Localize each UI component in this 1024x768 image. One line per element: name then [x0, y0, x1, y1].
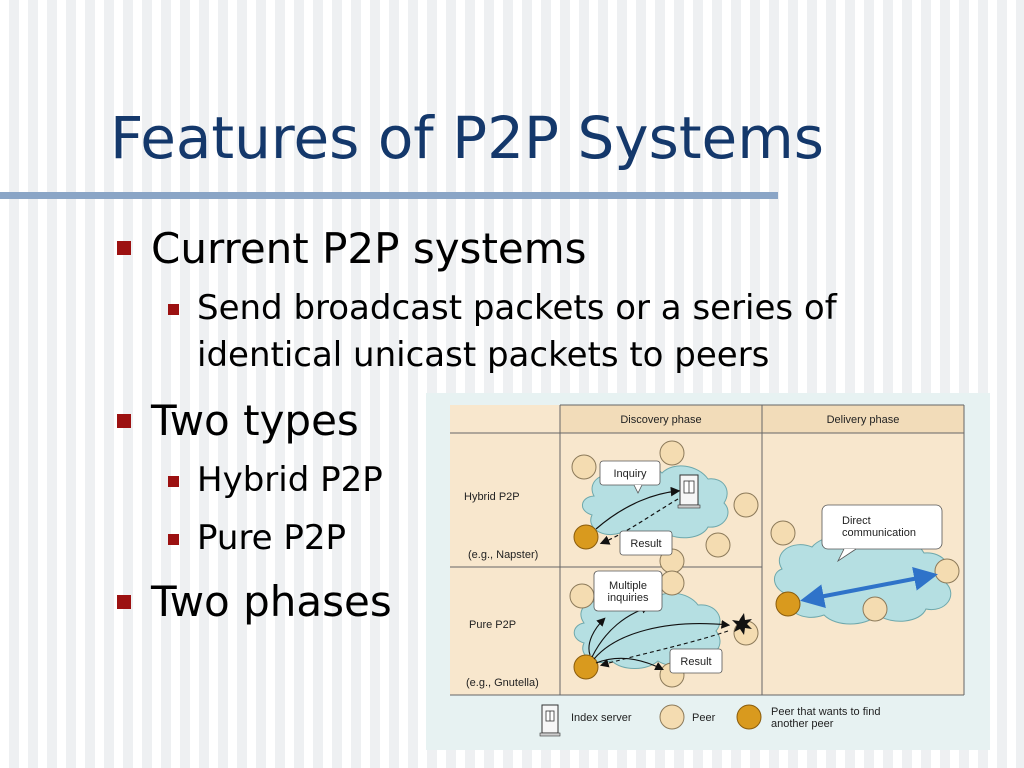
legend-seeker-label-line2: another peer: [771, 718, 834, 730]
result-arrow-pure: [599, 630, 729, 668]
seeker-peer-icon: [573, 654, 599, 680]
peers-hybrid: [571, 440, 759, 574]
svg-text:Multiple: Multiple: [609, 580, 647, 592]
svg-text:Direct: Direct: [842, 515, 871, 527]
direct-communication-arrow: [800, 566, 938, 609]
svg-text:Result: Result: [630, 538, 661, 550]
callout-result-hybrid: Result: [619, 530, 673, 556]
sub-bullet-broadcast-line2: identical unicast packets to peers: [197, 335, 770, 375]
inquiry-arrow: [595, 486, 681, 530]
legend-index-server-label: Index server: [571, 712, 632, 724]
svg-text:Result: Result: [680, 656, 711, 668]
index-server-icon: [677, 474, 701, 509]
bullet-two-types: Two types: [151, 396, 359, 445]
bullet-two-phases: Two phases: [151, 577, 392, 626]
header-delivery: Delivery phase: [827, 414, 900, 426]
row-label-hybrid: Hybrid P2P: [464, 491, 520, 503]
table-gridlines: [450, 404, 965, 696]
seeker-peer-icon: [573, 524, 599, 550]
svg-text:communication: communication: [842, 527, 916, 539]
peer-icon: [770, 520, 796, 546]
sub-bullet-square-icon: [168, 476, 179, 487]
p2p-phases-diagram: Discovery phase Delivery phase Hybrid P2…: [450, 404, 965, 737]
sub-bullet-broadcast-line1: Send broadcast packets or a series of: [197, 288, 837, 328]
title-underline: [0, 192, 778, 199]
callout-multiple-inquiries: Multiple inquiries: [593, 570, 663, 612]
seeker-peer-icon: [775, 591, 801, 617]
peer-icon: [705, 532, 731, 558]
found-peer-icon: [732, 613, 752, 635]
bullet-square-icon: [117, 241, 131, 255]
svg-text:inquiries: inquiries: [608, 592, 649, 604]
svg-text:Inquiry: Inquiry: [613, 468, 647, 480]
legend: Index server Peer Peer that wants to fin…: [539, 704, 880, 737]
peer-icon: [934, 558, 960, 584]
row-example-gnutella: (e.g., Gnutella): [466, 677, 539, 689]
peer-icon: [569, 583, 595, 609]
legend-peer-label: Peer: [692, 712, 716, 724]
row-label-pure: Pure P2P: [469, 619, 516, 631]
sub-bullet-pure: Pure P2P: [197, 518, 347, 558]
bullet-square-icon: [117, 414, 131, 428]
legend-peer-icon: [659, 704, 685, 730]
legend-seeker-icon: [736, 704, 762, 730]
callout-result-pure: Result: [669, 648, 723, 674]
peer-icon: [733, 492, 759, 518]
peer-icon: [862, 596, 888, 622]
peer-icon: [571, 454, 597, 480]
sub-bullet-hybrid: Hybrid P2P: [197, 460, 383, 500]
legend-index-server-icon: [539, 704, 561, 737]
result-arrow: [599, 498, 679, 545]
sub-bullet-square-icon: [168, 304, 179, 315]
peer-icon: [659, 440, 685, 466]
header-discovery: Discovery phase: [620, 414, 701, 426]
bullet-square-icon: [117, 595, 131, 609]
slide-title: Features of P2P Systems: [110, 104, 824, 172]
sub-bullet-square-icon: [168, 534, 179, 545]
peer-icon: [659, 570, 685, 596]
bullet-current-p2p: Current P2P systems: [151, 224, 587, 273]
row-example-napster: (e.g., Napster): [468, 549, 538, 561]
legend-seeker-label-line1: Peer that wants to find: [771, 706, 880, 718]
callout-inquiry: Inquiry: [599, 460, 661, 494]
callout-direct-communication: Direct communication: [821, 504, 943, 563]
